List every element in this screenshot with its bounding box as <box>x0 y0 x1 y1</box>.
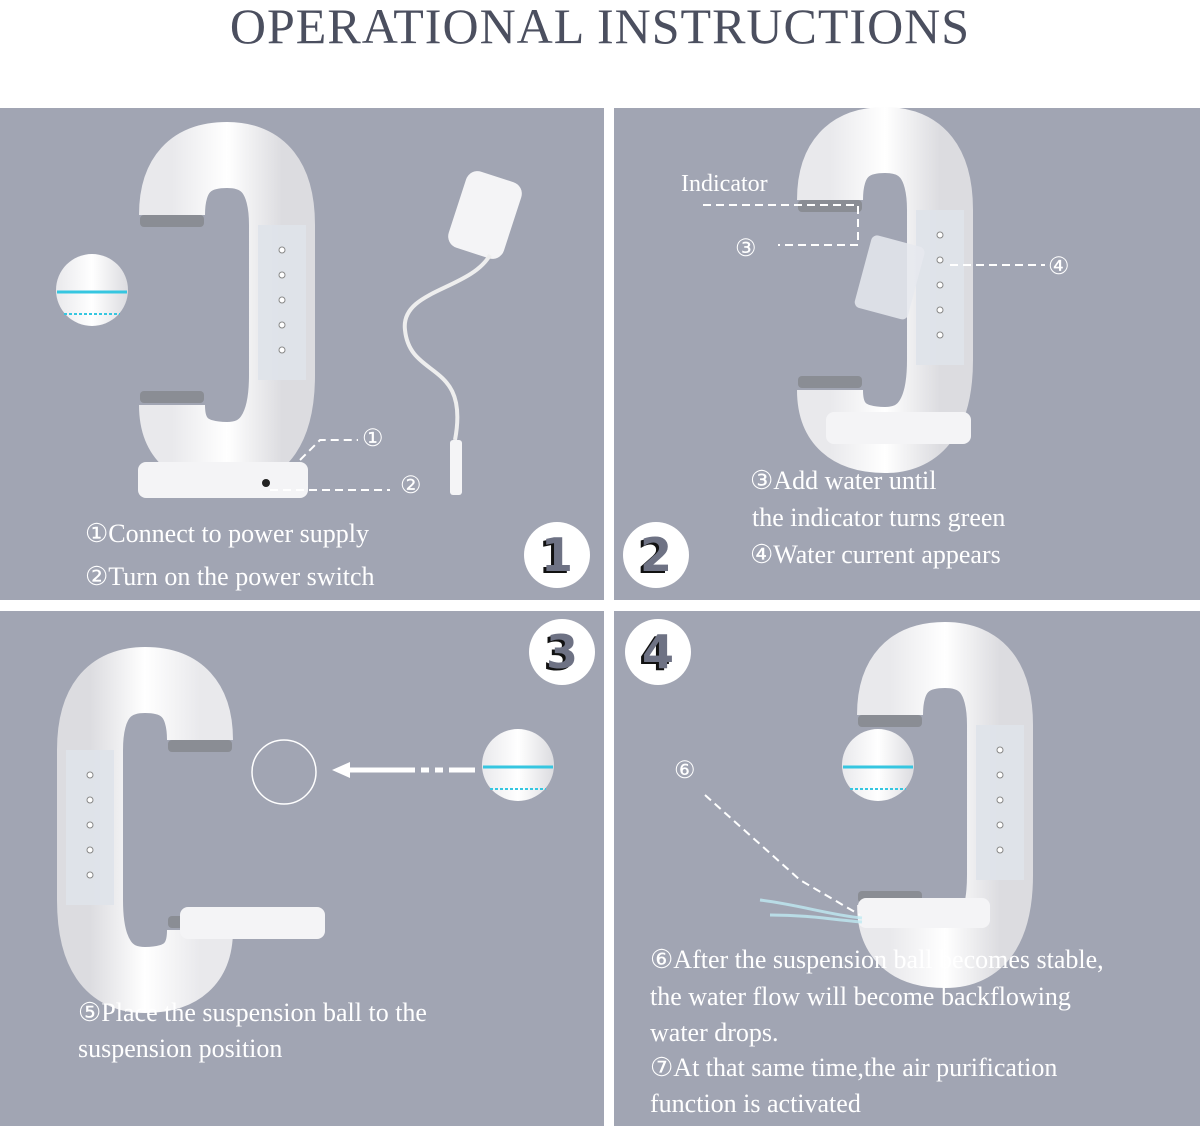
callout-2: ② <box>400 473 422 499</box>
step-badge-1: 1 <box>524 522 590 588</box>
target-position-circle <box>251 739 317 805</box>
step-4-line-3: water drops. <box>650 1018 779 1047</box>
callout-lines-1 <box>270 439 390 491</box>
callout-lines-4 <box>704 794 861 916</box>
airflow-icon <box>759 898 863 924</box>
device-illustration-3 <box>66 680 325 980</box>
suspension-ball-3 <box>480 727 556 803</box>
callout-6: ⑥ <box>674 758 696 784</box>
suspension-ball-4 <box>840 727 916 803</box>
callout-4: ④ <box>1048 254 1070 280</box>
step-1-line-2: ②Turn on the power switch <box>85 562 375 591</box>
step-2-line-2: the indicator turns green <box>752 503 1006 532</box>
page-title: OPERATIONAL INSTRUCTIONS <box>229 0 971 54</box>
step-3-line-1: ⑤Place the suspension ball to the <box>78 998 427 1027</box>
step-4-line-4: ⑦At that same time,the air purification <box>650 1053 1058 1082</box>
step-badge-3: 3 <box>529 619 595 685</box>
device-illustration-4 <box>858 655 1024 955</box>
device-illustration-1 <box>138 155 308 498</box>
callout-1: ① <box>362 426 384 452</box>
step-4-line-5: function is activated <box>650 1089 861 1118</box>
step-badge-2: 2 <box>623 522 689 588</box>
step-2-line-3: ④Water current appears <box>750 540 1001 569</box>
step-1-line-1: ①Connect to power supply <box>85 519 369 548</box>
device-illustration-2 <box>798 140 971 444</box>
indicator-label: Indicator <box>681 171 768 197</box>
step-4-line-1: ⑥After the suspension ball becomes stabl… <box>650 945 1104 974</box>
arrow-icon <box>332 762 475 778</box>
callout-3: ③ <box>735 236 757 262</box>
step-2-line-1: ③Add water until <box>750 466 937 495</box>
step-4-line-2: the water flow will become backflowing <box>650 982 1071 1011</box>
step-badge-4: 4 <box>625 619 691 685</box>
step-3-line-2: suspension position <box>78 1034 283 1063</box>
suspension-ball-1 <box>54 252 130 328</box>
power-adapter-illustration <box>402 171 522 495</box>
callout-lines-2 <box>703 204 1045 266</box>
